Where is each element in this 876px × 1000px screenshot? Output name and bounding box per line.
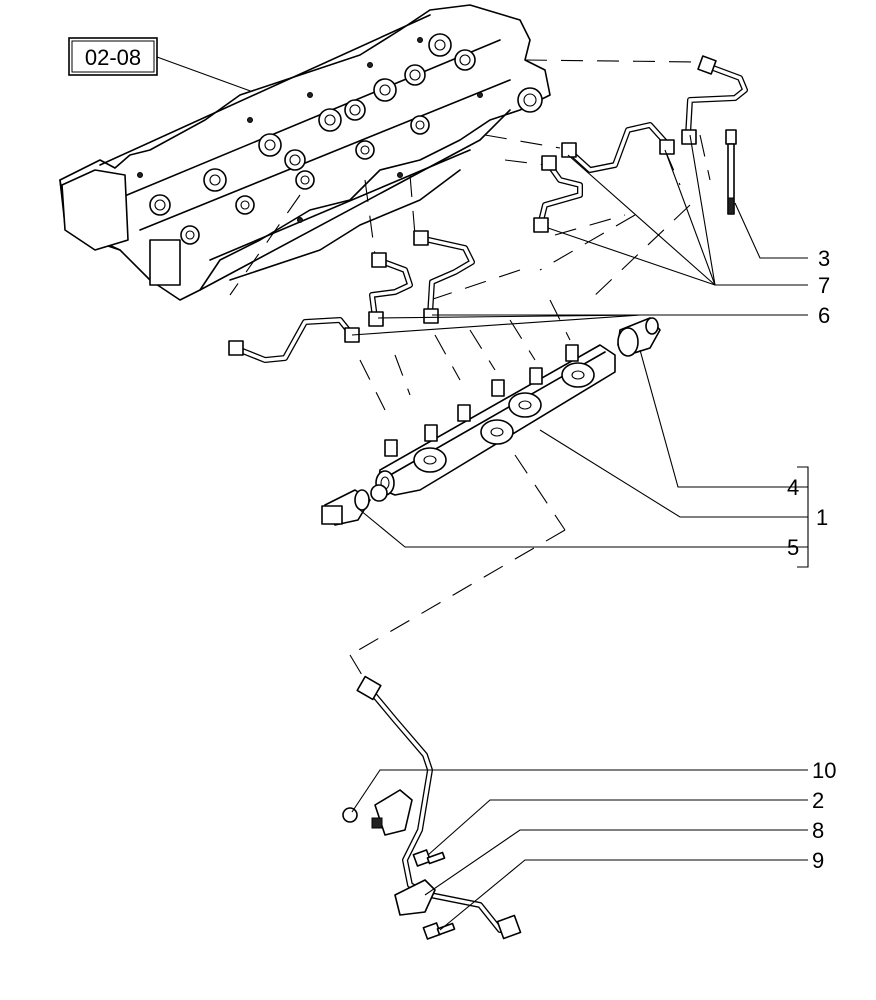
reference-label: 02-08	[85, 45, 141, 70]
callout-10[interactable]: 10	[812, 758, 836, 783]
common-rail	[370, 344, 616, 502]
callout-3[interactable]: 3	[818, 246, 830, 271]
callout-6[interactable]: 6	[818, 303, 830, 328]
callout-7[interactable]: 7	[818, 273, 830, 298]
assembly-lines	[229, 59, 711, 681]
callout-9[interactable]: 9	[812, 848, 824, 873]
long-bolt	[725, 129, 737, 215]
callout-labels: 3 7 6 4 1 5 10 2 8 9	[787, 246, 836, 873]
reference-box[interactable]: 02-08	[68, 37, 158, 76]
leader-lines	[351, 134, 809, 931]
supply-pipe-assembly	[342, 675, 522, 940]
cylinder-head	[59, 4, 551, 301]
callout-5[interactable]: 5	[787, 535, 799, 560]
injector-pipes	[228, 55, 748, 363]
callout-8[interactable]: 8	[812, 818, 824, 843]
relief-valve	[321, 489, 371, 526]
callout-2[interactable]: 2	[812, 788, 824, 813]
callout-1[interactable]: 1	[816, 505, 828, 530]
callout-4[interactable]: 4	[787, 475, 799, 500]
pressure-sensor	[617, 317, 661, 357]
